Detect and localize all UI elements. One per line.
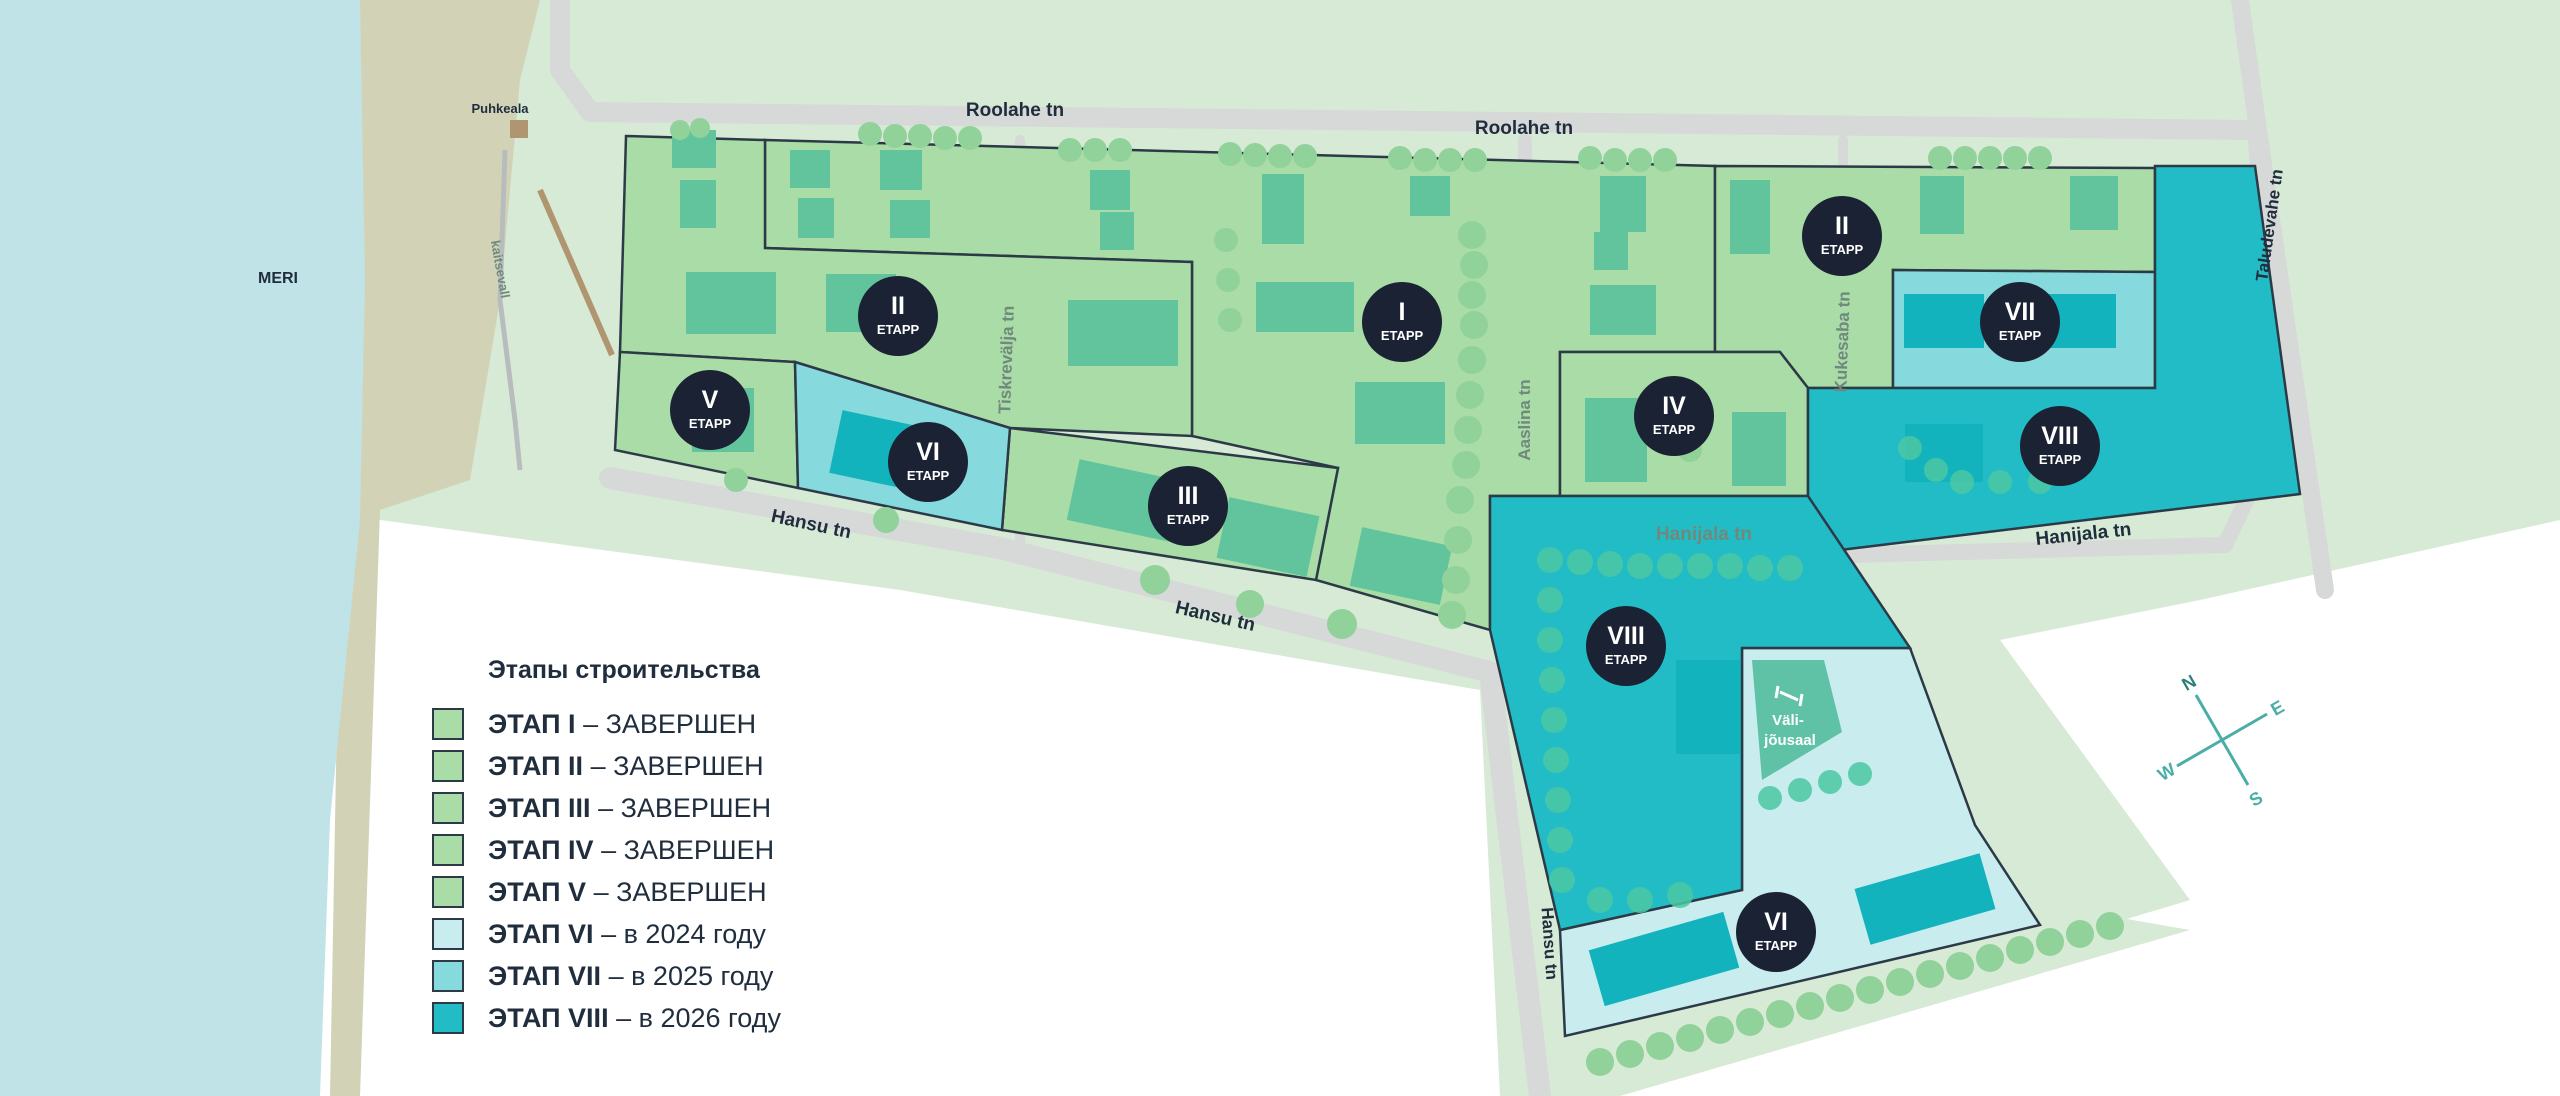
svg-text:V: V: [702, 386, 719, 414]
street-label-hanijala-west: Hanijala tn: [1656, 524, 1752, 545]
trees-teal: [1537, 436, 2052, 913]
stage-marker-viii-south[interactable]: VIII ETAPP: [1586, 606, 1666, 686]
street-label-aaslina: Aaslina tn: [1515, 379, 1534, 460]
svg-text:III: III: [1178, 482, 1199, 510]
legend-status: – в 2026 году: [608, 1002, 781, 1033]
stage-marker-viii-east[interactable]: VIII ETAPP: [2020, 406, 2100, 486]
legend-swatch: [432, 918, 464, 950]
svg-text:VI: VI: [1764, 908, 1788, 936]
svg-text:VI: VI: [916, 438, 940, 466]
legend-item-stage-7: ЭТАП VII – в 2025 году: [432, 958, 773, 994]
street-label-tiskrevalja: Tiskreväljа tn: [995, 305, 1018, 414]
legend-item-stage-2: ЭТАП II – ЗАВЕРШЕН: [432, 748, 764, 784]
svg-text:I: I: [1399, 298, 1406, 326]
legend-item-stage-6: ЭТАП VI – в 2024 году: [432, 916, 766, 952]
svg-text:ETAPP: ETAPP: [689, 416, 732, 431]
legend-title: Этапы строительства: [488, 656, 760, 684]
legend-status: – ЗАВЕРШЕН: [593, 834, 775, 865]
svg-text:ETAPP: ETAPP: [1167, 512, 1210, 527]
legend-item-stage-4: ЭТАП IV – ЗАВЕРШЕН: [432, 832, 774, 868]
legend-stage: ЭТАП VIII: [488, 1002, 609, 1033]
stage-marker-ii-east[interactable]: II ETAPP: [1802, 196, 1882, 276]
street-label-roolahe-west: Roolahe tn: [966, 100, 1064, 121]
svg-text:ETAPP: ETAPP: [1381, 328, 1424, 343]
legend-status: – ЗАВЕРШЕН: [590, 792, 772, 823]
trees: [670, 118, 2124, 1076]
svg-text:ETAPP: ETAPP: [2039, 452, 2082, 467]
beach-area: [330, 0, 540, 1096]
svg-text:ETAPP: ETAPP: [907, 468, 950, 483]
legend-stage: ЭТАП VII: [488, 960, 602, 991]
stage-marker-vii[interactable]: VII ETAPP: [1980, 282, 2060, 362]
legend-swatch: [432, 750, 464, 782]
rest-area-marker: [510, 120, 528, 138]
legend-swatch: [432, 792, 464, 824]
stage-marker-iv[interactable]: IV ETAPP: [1634, 376, 1714, 456]
svg-text:IV: IV: [1662, 392, 1686, 420]
svg-text:II: II: [1835, 212, 1849, 240]
stage-marker-vi-west[interactable]: VI ETAPP: [888, 422, 968, 502]
svg-text:VII: VII: [2005, 298, 2036, 326]
legend-stage: ЭТАП IV: [488, 834, 594, 865]
stage-marker-v[interactable]: V ETAPP: [670, 370, 750, 450]
legend-stage: ЭТАП I: [488, 708, 576, 739]
legend-status: – в 2024 году: [593, 918, 766, 949]
stage-marker-ii-west[interactable]: II ETAPP: [858, 276, 938, 356]
outdoor-gym-label-1: Väli-: [1772, 712, 1804, 729]
legend-swatch: [432, 876, 464, 908]
legend-swatch: [432, 708, 464, 740]
legend-item-stage-1: ЭТАП I – ЗАВЕРШЕН: [432, 706, 756, 742]
legend-item-stage-8: ЭТАП VIII – в 2026 году: [432, 1000, 781, 1036]
svg-text:II: II: [891, 292, 905, 320]
svg-text:VIII: VIII: [2041, 422, 2079, 450]
legend-stage: ЭТАП II: [488, 750, 584, 781]
svg-text:ETAPP: ETAPP: [1605, 652, 1648, 667]
rest-area-label: Puhkeala: [471, 101, 529, 116]
stage-marker-vi-south[interactable]: VI ETAPP: [1736, 892, 1816, 972]
svg-text:ETAPP: ETAPP: [1999, 328, 2042, 343]
legend-status: – ЗАВЕРШЕН: [575, 708, 757, 739]
beach-path: [537, 188, 615, 357]
sea-label: MERI: [258, 270, 298, 287]
outdoor-gym-label-2: jõusaal: [1763, 732, 1816, 749]
legend-swatch: [432, 834, 464, 866]
legend-item-stage-5: ЭТАП V – ЗАВЕРШЕН: [432, 874, 767, 910]
legend-stage: ЭТАП VI: [488, 918, 594, 949]
street-label-roolahe-east: Roolahe tn: [1475, 118, 1573, 139]
legend-swatch: [432, 960, 464, 992]
legend-item-stage-3: ЭТАП III – ЗАВЕРШЕН: [432, 790, 771, 826]
legend-swatch: [432, 1002, 464, 1034]
stage-marker-i[interactable]: I ETAPP: [1362, 282, 1442, 362]
svg-text:ETAPP: ETAPP: [1653, 422, 1696, 437]
legend: Этапы строительства ЭТАП I – ЗАВЕРШЕН ЭТ…: [432, 652, 852, 1052]
svg-text:ETAPP: ETAPP: [1755, 938, 1798, 953]
legend-status: – ЗАВЕРШЕН: [583, 750, 764, 781]
dam-path: [497, 149, 523, 471]
outdoor-gym-icon: [1774, 685, 1804, 707]
legend-status: – в 2025 году: [601, 960, 774, 991]
svg-text:VIII: VIII: [1607, 622, 1645, 650]
legend-stage: ЭТАП III: [488, 792, 591, 823]
street-label-kukesaba: Kukesaba tn: [1831, 291, 1854, 393]
svg-text:ETAPP: ETAPP: [1821, 242, 1864, 257]
svg-text:ETAPP: ETAPP: [877, 322, 920, 337]
outdoor-gym-area: [1752, 660, 1842, 780]
legend-stage: ЭТАП V: [488, 876, 587, 907]
sea-area: [0, 0, 365, 1096]
legend-status: – ЗАВЕРШЕН: [586, 876, 767, 907]
stage-marker-iii[interactable]: III ETAPP: [1148, 466, 1228, 546]
